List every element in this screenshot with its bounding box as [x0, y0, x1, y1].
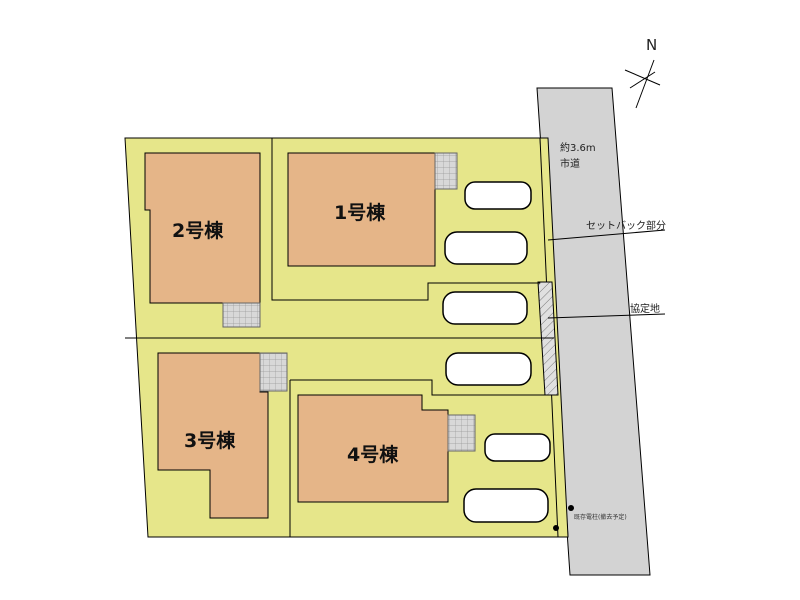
- building-4: [297, 394, 449, 503]
- building-2-label: 2号棟: [172, 220, 224, 242]
- building-3-label: 3号棟: [184, 430, 236, 452]
- road-width: 約3.6m: [560, 143, 596, 154]
- building-1-label: 1号棟: [334, 202, 386, 224]
- setback-label: セットバック部分: [586, 221, 666, 232]
- parking-cars: [442, 181, 551, 523]
- building-1: [287, 152, 436, 267]
- agreement-label: 協定地: [630, 304, 660, 315]
- pole-label: 既存電柱(撤去予定): [574, 514, 627, 521]
- building-2: [144, 152, 261, 304]
- road-type: 市道: [560, 159, 580, 170]
- compass-label: N: [646, 36, 658, 54]
- building-4-label: 4号棟: [347, 444, 399, 466]
- north-arrow-icon: [624, 59, 661, 109]
